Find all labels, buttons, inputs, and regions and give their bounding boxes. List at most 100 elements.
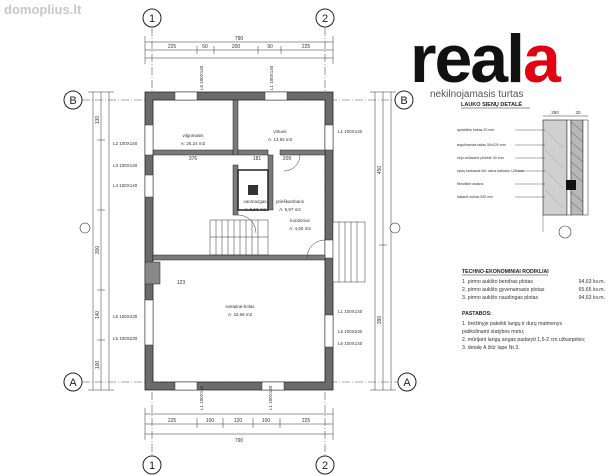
svg-text:2. pirmo aukšto gyvenamasis pl: 2. pirmo aukšto gyvenamasis plotas	[462, 287, 545, 293]
dimension-labels: 790 225 50 200 90 225 225 100 120 100 22…	[95, 36, 383, 444]
svg-text:vilgomasis: vilgomasis	[182, 133, 204, 138]
svg-text:90: 90	[267, 44, 273, 50]
svg-text:L5 100X230: L5 100X230	[113, 336, 138, 341]
svg-text:1: 1	[149, 13, 155, 25]
svg-text:3. pirmo aukšto naudingas plot: 3. pirmo aukšto naudingas plotas	[462, 295, 539, 301]
svg-text:L4 100X140: L4 100X140	[113, 183, 138, 188]
svg-text:450: 450	[377, 166, 383, 175]
svg-text:A: 25,24 m2: A: 25,24 m2	[181, 141, 206, 146]
svg-text:225: 225	[302, 44, 311, 50]
svg-text:patikslinami statybos metu;: patikslinami statybos metu;	[462, 329, 524, 335]
chimney-block	[237, 169, 269, 211]
svg-text:3. detalę A žiūr lape Nr.3.: 3. detalę A žiūr lape Nr.3.	[462, 345, 520, 351]
door-swings	[237, 154, 326, 259]
room-hall: prieškambaris A: 5,97 m2	[276, 199, 305, 212]
svg-text:sanmazgas: sanmazgas	[243, 199, 267, 204]
svg-text:prieškambaris: prieškambaris	[276, 199, 305, 204]
staircase	[209, 219, 269, 256]
axis-marker-row-b-right: B	[394, 90, 414, 110]
section-markers	[79, 222, 572, 239]
svg-text:fibrolitinė arkana: fibrolitinė arkana	[457, 182, 483, 186]
svg-text:L1 100X140: L1 100X140	[199, 385, 204, 410]
svg-text:130: 130	[95, 116, 101, 125]
svg-text:L3 100X140: L3 100X140	[113, 163, 138, 168]
svg-text:100: 100	[206, 418, 215, 424]
interior-walls	[144, 99, 326, 285]
svg-text:1. brėžinyje pateikti langų ir: 1. brėžinyje pateikti langų ir durų matm…	[462, 321, 562, 327]
svg-text:B: B	[400, 95, 407, 107]
svg-text:A: 42,66 m2: A: 42,66 m2	[228, 312, 253, 317]
svg-text:790: 790	[235, 438, 244, 444]
svg-text:225: 225	[168, 44, 177, 50]
svg-text:123: 123	[177, 280, 186, 286]
svg-text:390: 390	[377, 316, 383, 325]
svg-text:94,63 kv.m.: 94,63 kv.m.	[579, 279, 605, 285]
svg-text:140: 140	[95, 311, 101, 320]
svg-text:2. mūrijant langų angas padary: 2. mūrijant langų angas padaryti 1,5-2 c…	[462, 337, 585, 343]
svg-text:virtuvė: virtuvė	[273, 129, 287, 134]
brand-logo: reala nekilnojamasis turtas	[410, 21, 564, 100]
svg-text:225: 225	[168, 418, 177, 424]
room-living: svetainė-holas A: 42,66 m2	[225, 304, 255, 317]
svg-text:225: 225	[302, 418, 311, 424]
wall-detail: LAUKO SIENŲ DETALĖ 250 20 apdailinis tin…	[457, 101, 589, 232]
svg-text:laikanti mūras 250 mm: laikanti mūras 250 mm	[457, 195, 493, 199]
svg-text:209: 209	[283, 156, 292, 162]
svg-text:300: 300	[95, 246, 101, 255]
svg-text:vėjo izoliacinė plokštė 30 mm: vėjo izoliacinė plokštė 30 mm	[457, 156, 504, 160]
indicators-table: TECHNO-EKONOMINIAI RODIKLIAI 1. pirmo au…	[462, 269, 605, 301]
exterior-walls	[144, 91, 334, 391]
svg-text:94,63 kv.m.: 94,63 kv.m.	[579, 295, 605, 301]
svg-text:120: 120	[234, 418, 243, 424]
svg-text:200: 200	[232, 44, 241, 50]
svg-text:20: 20	[575, 110, 581, 115]
svg-text:L5 100X230: L5 100X230	[113, 314, 138, 319]
entrance-steps	[332, 221, 366, 283]
axis-marker-col-1-bottom: 1	[142, 455, 162, 475]
axis-marker-col-2-top: 2	[315, 8, 335, 28]
svg-text:L6 100X140: L6 100X140	[338, 341, 363, 346]
svg-text:A: 4,60 m2: A: 4,60 m2	[289, 226, 311, 231]
svg-text:2: 2	[322, 13, 328, 25]
watermark: domoplius.lt	[4, 2, 82, 17]
svg-text:181: 181	[253, 156, 262, 162]
svg-text:L1 100X140: L1 100X140	[338, 309, 363, 314]
svg-text:svetainė-holas: svetainė-holas	[225, 304, 255, 309]
notes-block: PASTABOS: 1. brėžinyje pateikti langų ir…	[462, 311, 585, 351]
svg-text:reala: reala	[410, 21, 562, 97]
svg-text:100: 100	[262, 418, 271, 424]
room-bathroom: sanmazgas A: 5,53 m2	[243, 199, 267, 212]
logo-main-text: real	[410, 21, 523, 97]
axis-marker-row-a-left: A	[63, 372, 83, 392]
room-corridor: koridorius A: 4,60 m2	[289, 218, 311, 231]
dimension-lines	[88, 36, 396, 440]
svg-text:L1 100X140: L1 100X140	[269, 65, 274, 90]
svg-text:apdailinis tinkas 20 mm: apdailinis tinkas 20 mm	[457, 128, 494, 132]
axis-marker-col-1-top: 1	[142, 8, 162, 28]
svg-text:A: A	[69, 377, 77, 389]
svg-text:LAUKO SIENŲ DETALĖ: LAUKO SIENŲ DETALĖ	[461, 101, 522, 108]
svg-text:A: 13,92 m2: A: 13,92 m2	[268, 137, 293, 142]
room-dining: vilgomasis A: 25,24 m2	[181, 133, 206, 146]
svg-text:2: 2	[322, 460, 328, 472]
svg-text:TECHNO-EKONOMINIAI RODIKLIAI: TECHNO-EKONOMINIAI RODIKLIAI	[462, 269, 549, 275]
logo-accent-letter: a	[523, 21, 562, 97]
svg-text:L6 100X140: L6 100X140	[199, 65, 204, 90]
axis-marker-row-b-left: B	[63, 90, 83, 110]
svg-text:250: 250	[551, 110, 559, 115]
room-labels: vilgomasis A: 25,24 m2 virtuvė A: 13,92 …	[181, 129, 312, 317]
svg-text:L1 100X140: L1 100X140	[338, 129, 363, 134]
svg-text:1: 1	[149, 460, 155, 472]
svg-text:790: 790	[235, 36, 244, 42]
svg-text:A: 5,97 m2: A: 5,97 m2	[279, 207, 301, 212]
svg-text:A: A	[403, 377, 411, 389]
axis-marker-row-a-right: A	[397, 372, 417, 392]
svg-text:100: 100	[95, 361, 101, 370]
svg-text:376: 376	[189, 156, 198, 162]
window-labels: L2 100X140 L3 100X140 L4 100X140 L5 100X…	[113, 65, 363, 410]
svg-text:L1 100X140: L1 100X140	[268, 385, 273, 410]
svg-text:50: 50	[202, 44, 208, 50]
svg-text:65,65 kv.m.: 65,65 kv.m.	[579, 287, 605, 293]
svg-text:rąstų karkasas šilt. vatos kar: rąstų karkasas šilt. vatos karkaso 120 m…	[457, 169, 524, 173]
